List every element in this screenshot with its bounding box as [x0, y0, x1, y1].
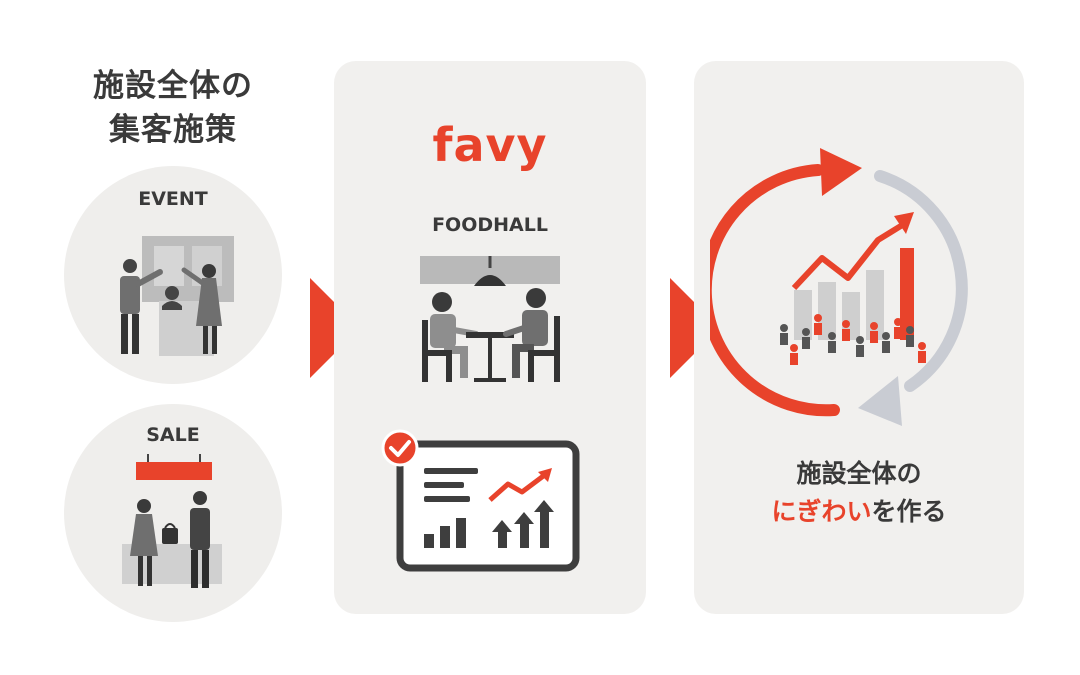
- foodhall-illustration: [420, 256, 560, 382]
- result-text-line2: にぎわいを作る: [694, 493, 1024, 531]
- result-text-accent: にぎわい: [771, 497, 872, 526]
- favy-logo: favy: [432, 118, 548, 172]
- sale-illustration: [122, 454, 222, 588]
- sale-circle: SALE: [64, 404, 282, 622]
- check-icon: [381, 429, 419, 467]
- result-text-line1: 施設全体の: [796, 459, 922, 488]
- sale-label: SALE: [146, 424, 200, 446]
- result-text: 施設全体の にぎわいを作る: [694, 455, 1024, 531]
- result-text-rest: を作る: [871, 497, 947, 526]
- left-title: 施設全体の 集客施策: [58, 64, 288, 152]
- event-circle: EVENT: [64, 166, 282, 384]
- event-illustration: [120, 236, 234, 356]
- growth-cycle-icon: [710, 148, 968, 426]
- analytics-dashboard-icon: [381, 429, 580, 572]
- foodhall-label: FOODHALL: [432, 214, 548, 236]
- left-title-line1: 施設全体の: [93, 68, 253, 104]
- left-title-line2: 集客施策: [109, 112, 237, 148]
- event-label: EVENT: [138, 188, 208, 210]
